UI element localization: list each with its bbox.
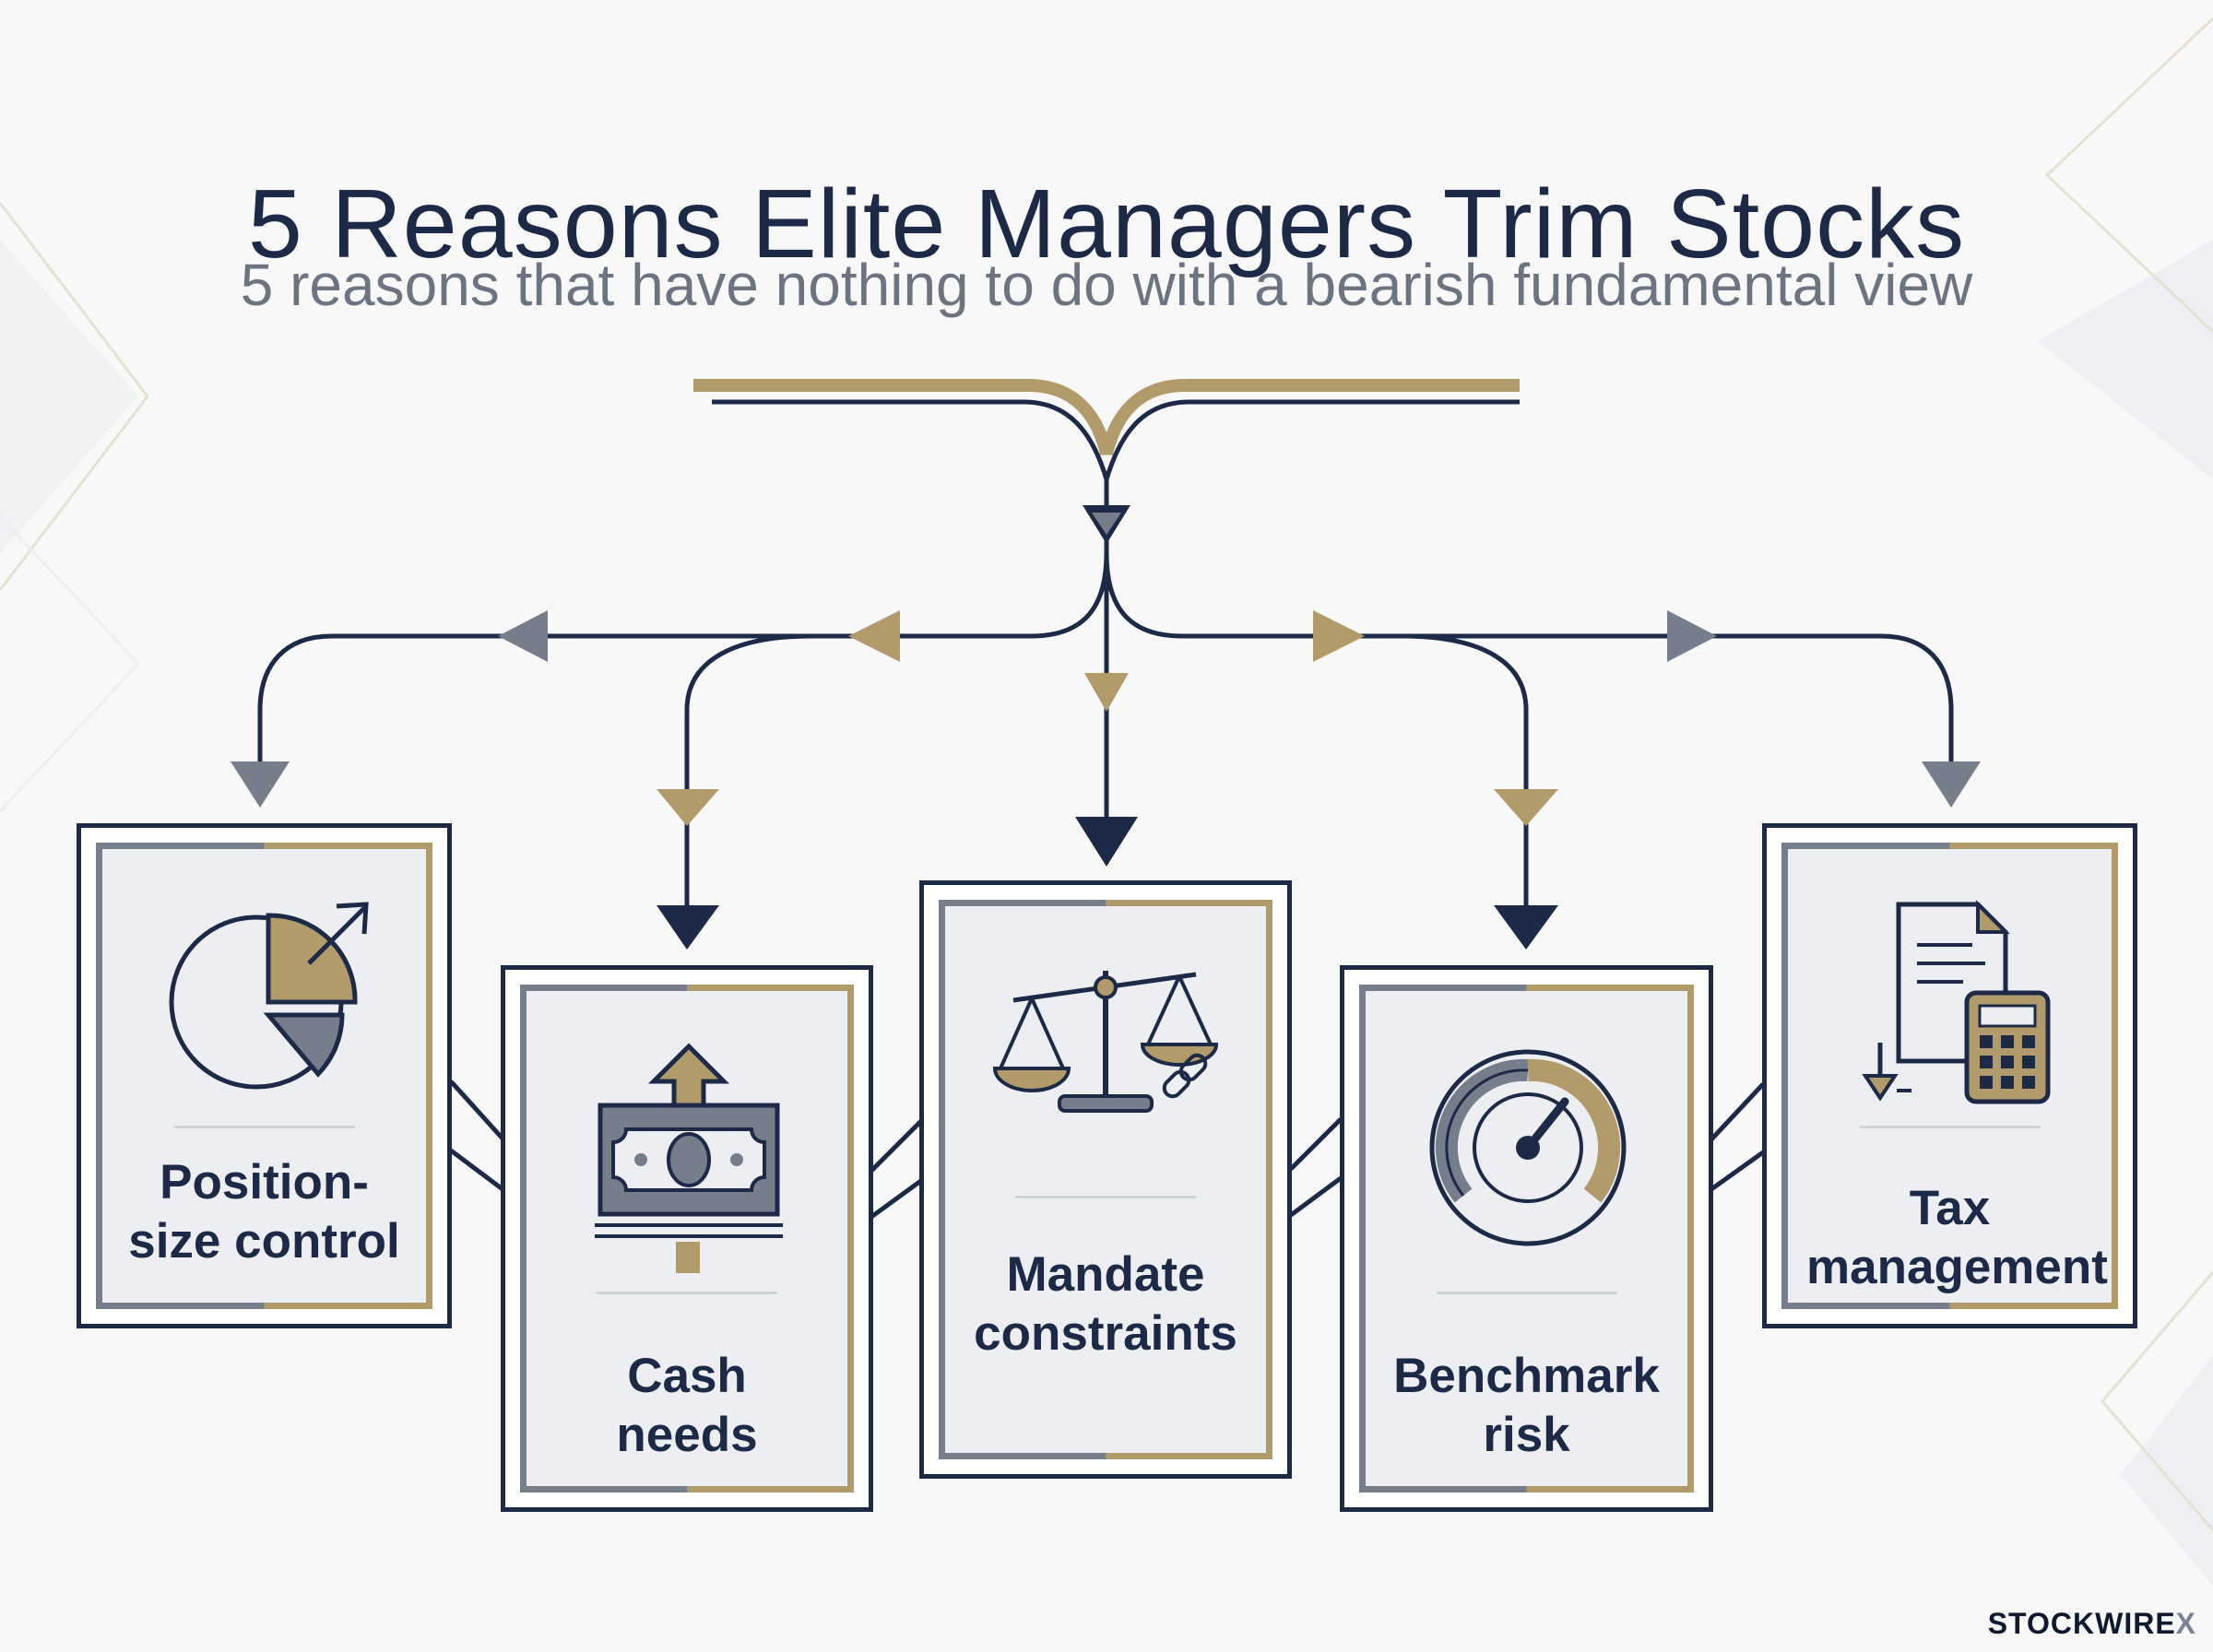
top-bar-gold <box>693 379 1520 455</box>
arrow-left-outer <box>498 610 548 662</box>
card-inner: Mandate constraints <box>939 900 1272 1459</box>
branch-line-right-2 <box>1401 633 1529 922</box>
reason-card-mandate: Mandate constraints <box>919 880 1292 1479</box>
arrow-end-mandate <box>1075 817 1138 867</box>
card-label-tax: Tax management <box>1806 1181 2108 1294</box>
page-subtitle: 5 reasons that have nothing to do with a… <box>240 252 1973 318</box>
card-label-benchmark: Benchmark risk <box>1393 1349 1660 1462</box>
side-link-1 <box>449 1080 504 1140</box>
arrow-left-inner <box>848 610 900 662</box>
arrow-right-outer <box>1667 610 1717 662</box>
arrow-mid-cash <box>657 789 719 826</box>
brand-logo: STOCKWIREX <box>1988 1607 2196 1641</box>
card-divider <box>1436 1292 1617 1294</box>
reason-card-tax: Tax management <box>1762 823 2137 1328</box>
card-label-position-size: Position-size control <box>128 1155 400 1268</box>
card-divider <box>173 1126 355 1128</box>
brand-name: STOCKWIRE <box>1987 1607 2176 1640</box>
card-inner: Tax management <box>1781 843 2118 1309</box>
arrow-mid-benchmark <box>1494 789 1558 826</box>
card-divider <box>1859 1126 2041 1128</box>
speedometer-gauge-icon <box>1429 1049 1627 1246</box>
arrow-mid-center <box>1084 673 1129 712</box>
card-inner: Cash needs <box>520 985 854 1493</box>
card-label-cash-needs: Cash needs <box>616 1349 758 1462</box>
card-divider <box>597 1292 777 1294</box>
arrow-right-inner <box>1313 610 1365 662</box>
arrow-end-benchmark <box>1494 905 1558 950</box>
card-inner: Position-size control <box>96 843 432 1309</box>
reason-card-benchmark: Benchmark risk <box>1340 965 1713 1512</box>
scales-chain-icon <box>992 971 1219 1113</box>
branch-line-right <box>1104 552 1954 795</box>
reason-card-cash-needs: Cash needs <box>501 965 873 1512</box>
side-link-2 <box>870 1118 924 1173</box>
arrow-end-cash <box>657 905 719 950</box>
arrow-end-position <box>231 761 290 808</box>
branch-line-left <box>257 552 1109 795</box>
banknote-up-arrow-icon <box>595 1043 783 1273</box>
page-title: 5 Reasons Elite Managers Trim Stocks <box>247 170 1966 279</box>
branch-line-left-2 <box>684 633 812 922</box>
card-divider <box>1015 1196 1196 1198</box>
brand-mark: X <box>2175 1607 2196 1640</box>
side-link-3 <box>1289 1117 1343 1171</box>
arrow-end-tax <box>1922 761 1981 808</box>
card-label-mandate: Mandate constraints <box>974 1247 1237 1361</box>
document-calculator-icon <box>1862 900 2051 1104</box>
pie-chart-arrow-icon <box>169 902 369 1090</box>
side-link-4 <box>1710 1082 1765 1141</box>
reason-card-position-size: Position-size control <box>77 823 452 1328</box>
card-inner: Benchmark risk <box>1359 985 1694 1493</box>
